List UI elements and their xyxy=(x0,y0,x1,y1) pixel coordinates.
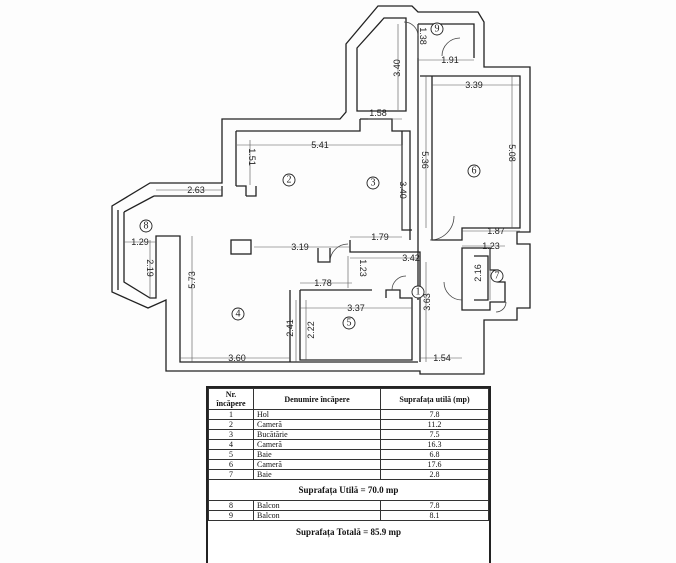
cell-name: Baie xyxy=(253,469,381,480)
dimension-label: 5.08 xyxy=(507,144,517,162)
room-number: 3 xyxy=(371,178,376,189)
cell-area: 16.3 xyxy=(380,439,489,450)
dimension-label: 1.54 xyxy=(433,353,451,363)
header-area: Suprafața utilă (mp) xyxy=(380,388,489,410)
dimension-label: 3.60 xyxy=(228,353,246,363)
cell-nr: 7 xyxy=(208,469,254,480)
dimension-label: 3.42 xyxy=(402,253,420,263)
useful-area-summary: Suprafața Utilă = 70.0 mp xyxy=(208,480,489,500)
cell-name: Baie xyxy=(253,449,381,460)
cell-nr: 8 xyxy=(208,500,254,511)
floor-plan: 2 3 4 5 6 7 1 8 9 5.41 1.51 1.58 3.40 5.… xyxy=(111,5,531,375)
cell-nr: 6 xyxy=(208,459,254,470)
cell-area: 11.2 xyxy=(380,419,489,430)
dimension-label: 1.23 xyxy=(482,241,500,251)
cell-nr: 2 xyxy=(208,419,254,430)
dimension-label: 5.41 xyxy=(311,140,329,150)
dimension-label: 3.40 xyxy=(398,181,408,199)
dimension-label: 1.87 xyxy=(487,226,505,236)
cell-nr: 3 xyxy=(208,429,254,440)
room-number: 9 xyxy=(435,24,440,35)
dimension-label: 1.38 xyxy=(418,27,428,45)
dimension-label: 5.36 xyxy=(420,151,430,169)
room-number: 6 xyxy=(472,166,477,177)
dimension-label: 5.73 xyxy=(187,271,197,289)
dimension-label: 1.91 xyxy=(441,55,459,65)
cell-area: 8.1 xyxy=(380,510,489,521)
cell-nr: 4 xyxy=(208,439,254,450)
table-header-row: Nr. încăpere Denumire încăpere Suprafața… xyxy=(208,388,489,410)
cell-name: Cameră xyxy=(253,419,381,430)
header-nr: Nr. încăpere xyxy=(208,388,254,410)
room-number: 4 xyxy=(236,309,241,320)
cell-name: Balcon xyxy=(253,500,381,511)
dimension-label: 3.39 xyxy=(465,80,483,90)
room-number: 8 xyxy=(144,221,149,232)
dimension-label: 1.29 xyxy=(131,237,149,247)
cell-nr: 5 xyxy=(208,449,254,460)
cell-area: 6.8 xyxy=(380,449,489,460)
dimension-label: 3.40 xyxy=(392,59,402,77)
cell-area: 7.8 xyxy=(380,409,489,420)
room-number: 5 xyxy=(347,318,352,329)
total-area-summary: Suprafața Totală = 85.9 mp xyxy=(296,527,401,537)
dimension-label: 2.16 xyxy=(473,264,483,282)
cell-name: Bucătărie xyxy=(253,429,381,440)
dimension-label: 2.63 xyxy=(187,185,205,195)
dimension-label: 1.79 xyxy=(371,232,389,242)
dimension-label: 1.58 xyxy=(369,108,387,118)
cell-name: Cameră xyxy=(253,459,381,470)
dimension-labels: 5.41 1.51 1.58 3.40 5.36 3.39 5.08 1.91 … xyxy=(131,27,517,363)
room-numbers: 2 3 4 5 6 7 1 8 9 xyxy=(144,24,500,329)
dimension-lines xyxy=(124,24,520,362)
dimension-label: 3.19 xyxy=(291,242,309,252)
dimension-label: 3.37 xyxy=(347,303,365,313)
dimension-label: 2.41 xyxy=(285,319,295,337)
cell-area: 2.8 xyxy=(380,469,489,480)
dimension-label: 2.22 xyxy=(306,321,316,339)
cell-name: Cameră xyxy=(253,439,381,450)
cell-name: Balcon xyxy=(253,510,381,521)
area-table: Nr. încăpere Denumire încăpere Suprafața… xyxy=(206,386,491,563)
header-name: Denumire încăpere xyxy=(253,388,381,410)
cell-name: Hol xyxy=(253,409,381,420)
dimension-label: 1.78 xyxy=(314,278,332,288)
cell-nr: 1 xyxy=(208,409,254,420)
cell-area: 7.8 xyxy=(380,500,489,511)
dimension-label: 1.51 xyxy=(247,148,257,166)
dimension-label: 1.23 xyxy=(358,259,368,277)
rooms-table: Nr. încăpere Denumire încăpere Suprafața… xyxy=(208,388,489,480)
cell-nr: 9 xyxy=(208,510,254,521)
room-number: 1 xyxy=(416,287,421,298)
cell-area: 17.6 xyxy=(380,459,489,470)
room-number: 7 xyxy=(495,271,500,282)
dimension-label: 2.19 xyxy=(145,259,155,277)
room-markers xyxy=(139,22,504,330)
cell-area: 7.5 xyxy=(380,429,489,440)
room-number: 2 xyxy=(287,175,292,186)
dimension-label: 3.63 xyxy=(422,293,432,311)
